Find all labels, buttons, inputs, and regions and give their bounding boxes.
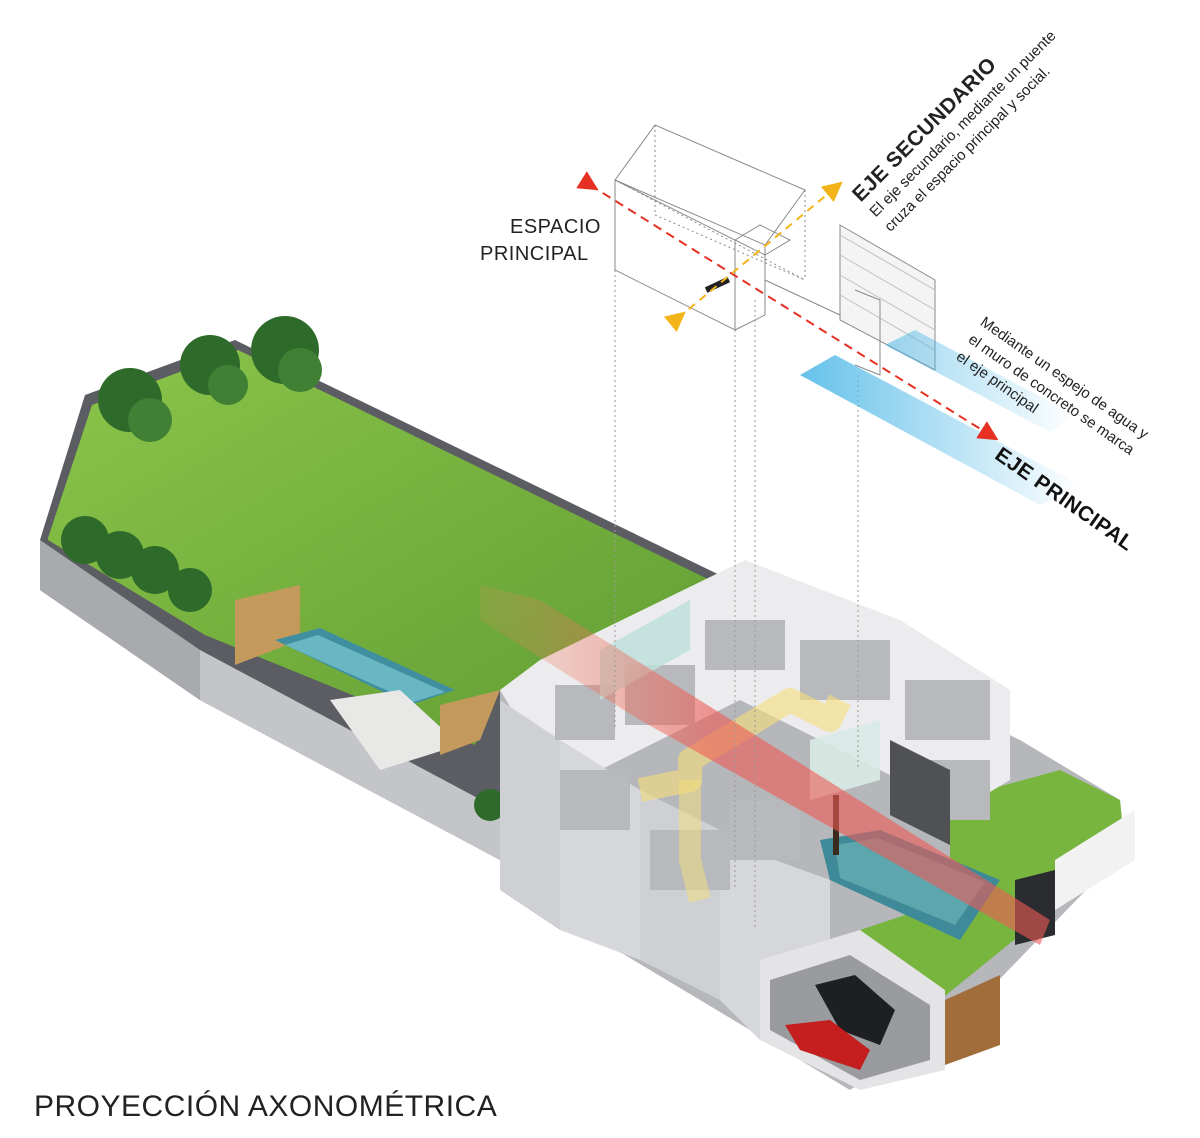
pool xyxy=(235,585,500,770)
espacio-principal-label-line2: PRINCIPAL xyxy=(480,243,589,265)
axis-secundario-arrow xyxy=(663,181,843,333)
concrete-wall xyxy=(890,740,950,845)
house xyxy=(480,560,1135,1090)
espacio-principal-label-line1: ESPACIO xyxy=(510,216,601,238)
car-dark xyxy=(815,975,895,1045)
axis-principal-arrow xyxy=(576,171,999,441)
diagram-title: PROYECCIÓN AXONOMÉTRICA xyxy=(34,1090,498,1123)
car-red xyxy=(785,1020,870,1070)
